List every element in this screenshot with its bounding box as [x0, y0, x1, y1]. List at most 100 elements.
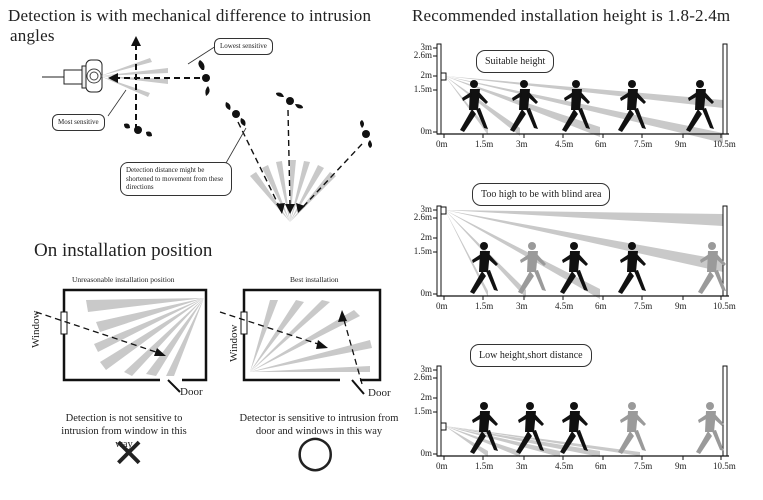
beam-3-2 [445, 426, 560, 457]
person-3-3 [560, 402, 588, 454]
person-marker-right [198, 60, 210, 96]
y-tick-label: 2m [420, 232, 432, 242]
person-marker-bottom [124, 123, 152, 137]
x-tick-label: 1.5m [475, 301, 494, 311]
x-tick-label: 6m [595, 461, 607, 471]
unreasonable-label: Unreasonable installation position [72, 275, 175, 284]
x-tick-label: 10.5m [713, 139, 736, 149]
lowest-sensitive-label: Lowest sensitive [220, 42, 267, 50]
person-2-3 [560, 242, 588, 294]
x-tick-label: 9m [675, 139, 687, 149]
x-tick-label: 3m [516, 139, 528, 149]
y-tick-label: 1.5m [413, 84, 432, 94]
most-sensitive-label: Most sensitive [58, 118, 99, 126]
title-line-2: angles [10, 26, 55, 45]
x-tick-label: 0m [436, 461, 448, 471]
detector [440, 422, 447, 431]
shortened-distance-label: Detection distance might be shortened to… [126, 166, 224, 191]
person-marker-2 [276, 92, 303, 109]
left-wall [436, 365, 442, 457]
y-tick-label: 0m [420, 126, 432, 136]
y-tick-label: 1.5m [413, 406, 432, 416]
person-marker-3 [360, 120, 372, 148]
lowest-sensitive-callout: Lowest sensitive [214, 38, 273, 55]
y-tick-label: 0m [420, 448, 432, 458]
beam-2-5 [445, 210, 488, 297]
room-best [219, 288, 382, 395]
detector-top-view [42, 59, 103, 93]
x-tick-label: 6m [595, 301, 607, 311]
right-wall [722, 205, 728, 297]
left-wall [436, 43, 442, 135]
panel-bubble-2: Too high to be with blind area [472, 183, 611, 206]
recommended-height-title: Recommended installation height is 1.8-2… [412, 6, 731, 25]
height-panel-2 [433, 205, 729, 300]
left-wall [436, 205, 442, 297]
person-1-3 [562, 80, 590, 132]
panel-bubble-3: Low height,short distance [470, 344, 592, 367]
y-tick-label: 2.6m [413, 372, 432, 382]
x-tick-label: 3m [516, 461, 528, 471]
x-tick-label: 1.5m [475, 139, 494, 149]
window-label-1: Window [30, 310, 42, 348]
person-3-1 [470, 402, 498, 454]
x-tick-label: 9m [675, 301, 687, 311]
beam-2-3 [445, 210, 600, 299]
shortened-distance-callout: Detection distance might be shortened to… [120, 162, 232, 196]
detector [440, 72, 447, 81]
arrows-to-fan [237, 109, 363, 209]
y-tick-label: 3m [420, 204, 432, 214]
person-2-2 [518, 242, 546, 294]
beam-3-5 [445, 426, 640, 456]
beam-2-1 [445, 210, 723, 226]
intrusion-angle-title: Detection is with mechanical difference … [8, 6, 371, 46]
x-tick-label: 7.5m [634, 139, 653, 149]
beam-1-5 [445, 76, 723, 108]
x-tick-label: 9m [675, 461, 687, 471]
x-tick-label: 10.5m [713, 301, 736, 311]
x-tick-label: 0m [436, 139, 448, 149]
person-1-4 [618, 80, 646, 132]
x-tick-label: 4.5m [555, 301, 574, 311]
person-3-2 [516, 402, 544, 454]
person-2-1 [470, 242, 498, 294]
cross-mark: ✕ [112, 431, 146, 477]
x-tick-label: 10.5m [713, 461, 736, 471]
y-tick-label: 1.5m [413, 246, 432, 256]
x-tick-label: 3m [516, 301, 528, 311]
door-label-1: Door [180, 386, 203, 398]
beam-1-3 [445, 76, 520, 136]
x-tick-label: 7.5m [634, 461, 653, 471]
most-sensitive-callout: Most sensitive [52, 114, 105, 131]
room-unreasonable [35, 288, 208, 393]
title-line-1: Detection is with mechanical difference … [8, 6, 372, 25]
beam-1-4 [445, 76, 488, 135]
x-tick-label: 6m [595, 139, 607, 149]
y-tick-label: 2m [420, 392, 432, 402]
best-label: Best installation [290, 275, 339, 284]
circle-mark: ○ [296, 426, 335, 477]
x-tick-label: 1.5m [475, 461, 494, 471]
y-tick-label: 2m [420, 70, 432, 80]
height-panel-1 [433, 43, 729, 143]
beam-3-4 [445, 426, 488, 457]
y-tick-label: 2.6m [413, 50, 432, 60]
person-1-5 [686, 80, 714, 132]
beam-1-1 [445, 76, 723, 143]
height-panel-3 [433, 365, 729, 460]
height-panels [433, 43, 729, 460]
y-tick-label: 0m [420, 288, 432, 298]
best-caption: Detector is sensitive to intrusion from … [239, 413, 399, 437]
person-3-4 [618, 402, 646, 454]
x-tick-label: 4.5m [555, 139, 574, 149]
y-tick-label: 2.6m [413, 212, 432, 222]
beam-3-3 [445, 426, 520, 457]
right-wall [722, 43, 728, 135]
detector [440, 206, 447, 215]
panel-bubble-1: Suitable height [476, 50, 555, 73]
right-wall [722, 365, 728, 457]
person-2-5 [698, 242, 726, 294]
installation-position-title: On installation position [34, 240, 213, 261]
beam-2-2 [445, 210, 723, 272]
